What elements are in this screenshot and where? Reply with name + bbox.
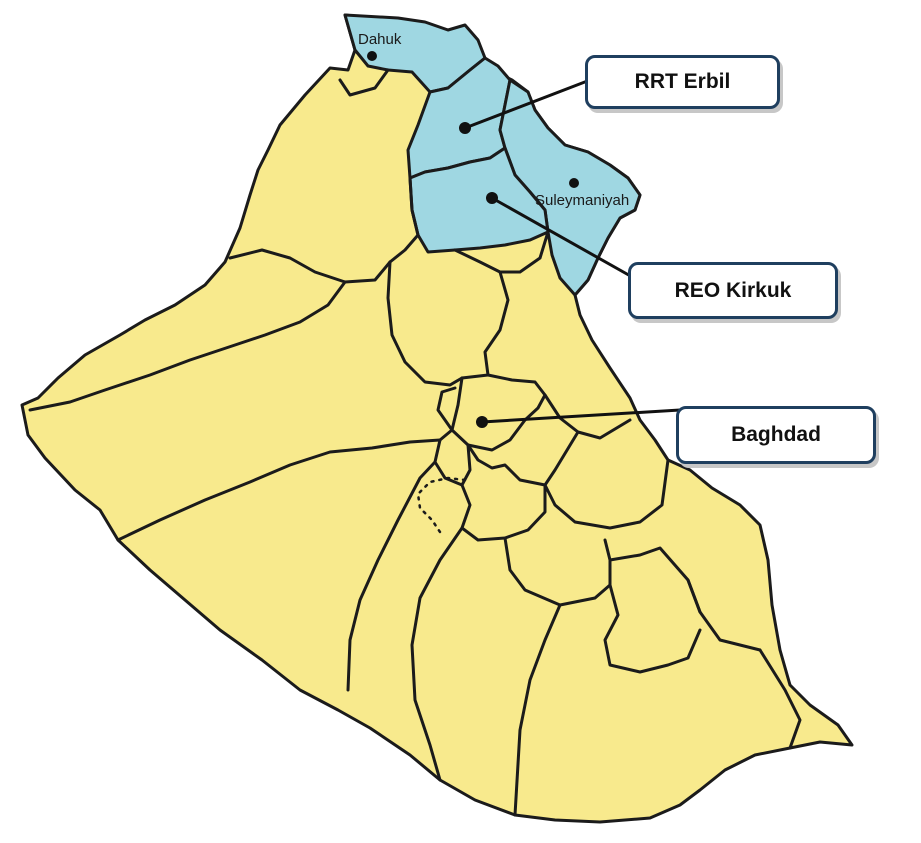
border-muthanna-dhi-qar — [513, 603, 562, 817]
dahuk-city-dot — [367, 51, 377, 61]
border-dahuk-ninawa — [338, 68, 390, 97]
kirkuk-city-dot — [486, 192, 498, 204]
border-baghdad-river — [436, 386, 457, 432]
kirkuk-governorate — [408, 146, 550, 254]
border-najaf-muthanna — [410, 526, 464, 782]
border-dhi-qar-basra — [686, 578, 702, 614]
dahuk-label: Dahuk — [358, 31, 402, 48]
border-ninawa-salahaddin — [388, 176, 420, 264]
leader-line-baghdad — [481, 408, 681, 424]
border-anbar-salahaddin — [386, 260, 464, 387]
lake-boundary — [416, 476, 467, 534]
suleymaniyah-city-dot — [569, 178, 579, 188]
border-dhi-qar — [603, 583, 702, 674]
leader-line-erbil — [464, 78, 591, 130]
border-babil-qadisiyah — [460, 483, 547, 542]
callout-reo-kirkuk-label: REO Kirkuk — [674, 278, 792, 302]
callout-rrt-erbil: RRT Erbil — [585, 55, 780, 109]
border-kirkuk-diyala — [498, 230, 550, 274]
callout-rrt-erbil-label: RRT Erbil — [634, 70, 731, 93]
border-karbala-najaf — [346, 460, 437, 692]
border-babil-wasit — [466, 430, 580, 487]
border-anbar-karbala — [116, 438, 442, 542]
suleymaniyah-label: Suleymaniyah — [535, 192, 629, 209]
callout-baghdad: Baghdad — [676, 406, 876, 464]
border-ninawa-anbar — [228, 248, 392, 284]
callout-baghdad-label: Baghdad — [731, 423, 821, 446]
border-qadisiyah-muthanna — [503, 536, 612, 607]
border-anbar-north — [28, 280, 347, 412]
border-basra-coast — [758, 648, 802, 750]
baghdad-city-dot — [476, 416, 488, 428]
leader-line-kirkuk — [491, 196, 635, 280]
border-salahaddin-diyala — [453, 248, 510, 380]
border-baghdad — [450, 373, 547, 452]
border-wasit-maysan — [543, 458, 670, 530]
erbil-city-dot — [459, 122, 471, 134]
callout-reo-kirkuk: REO Kirkuk — [628, 262, 838, 319]
